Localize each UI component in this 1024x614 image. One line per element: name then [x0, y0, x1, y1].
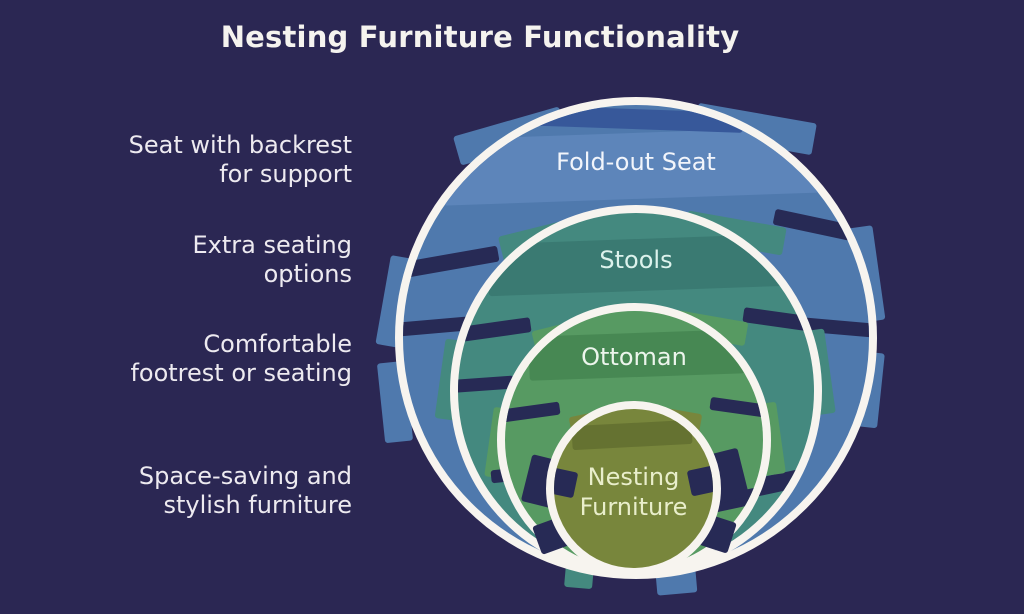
ring-label-fold-out-seat: Fold-out Seat — [556, 148, 716, 176]
texture-streak — [522, 105, 744, 133]
diagram-title: Nesting Furniture Functionality — [220, 20, 740, 54]
texture-streak — [571, 419, 693, 451]
ring-description-ottoman: Comfortable footrest or seating — [130, 330, 352, 387]
ring-label-stools: Stools — [599, 246, 673, 274]
ring-label-ottoman: Ottoman — [581, 343, 687, 371]
ring-description-fold-out-seat: Seat with backrest for support — [128, 131, 352, 188]
ring-description-nesting-furniture: Space-saving and stylish furniture — [138, 462, 352, 519]
ring-nesting-furniture: Nesting Furniture — [520, 401, 750, 576]
ring-label-nesting-furniture: Nesting Furniture — [579, 463, 688, 521]
ring-circle-nesting-furniture: Nesting Furniture — [546, 401, 721, 576]
ring-description-stools: Extra seating options — [192, 231, 352, 288]
